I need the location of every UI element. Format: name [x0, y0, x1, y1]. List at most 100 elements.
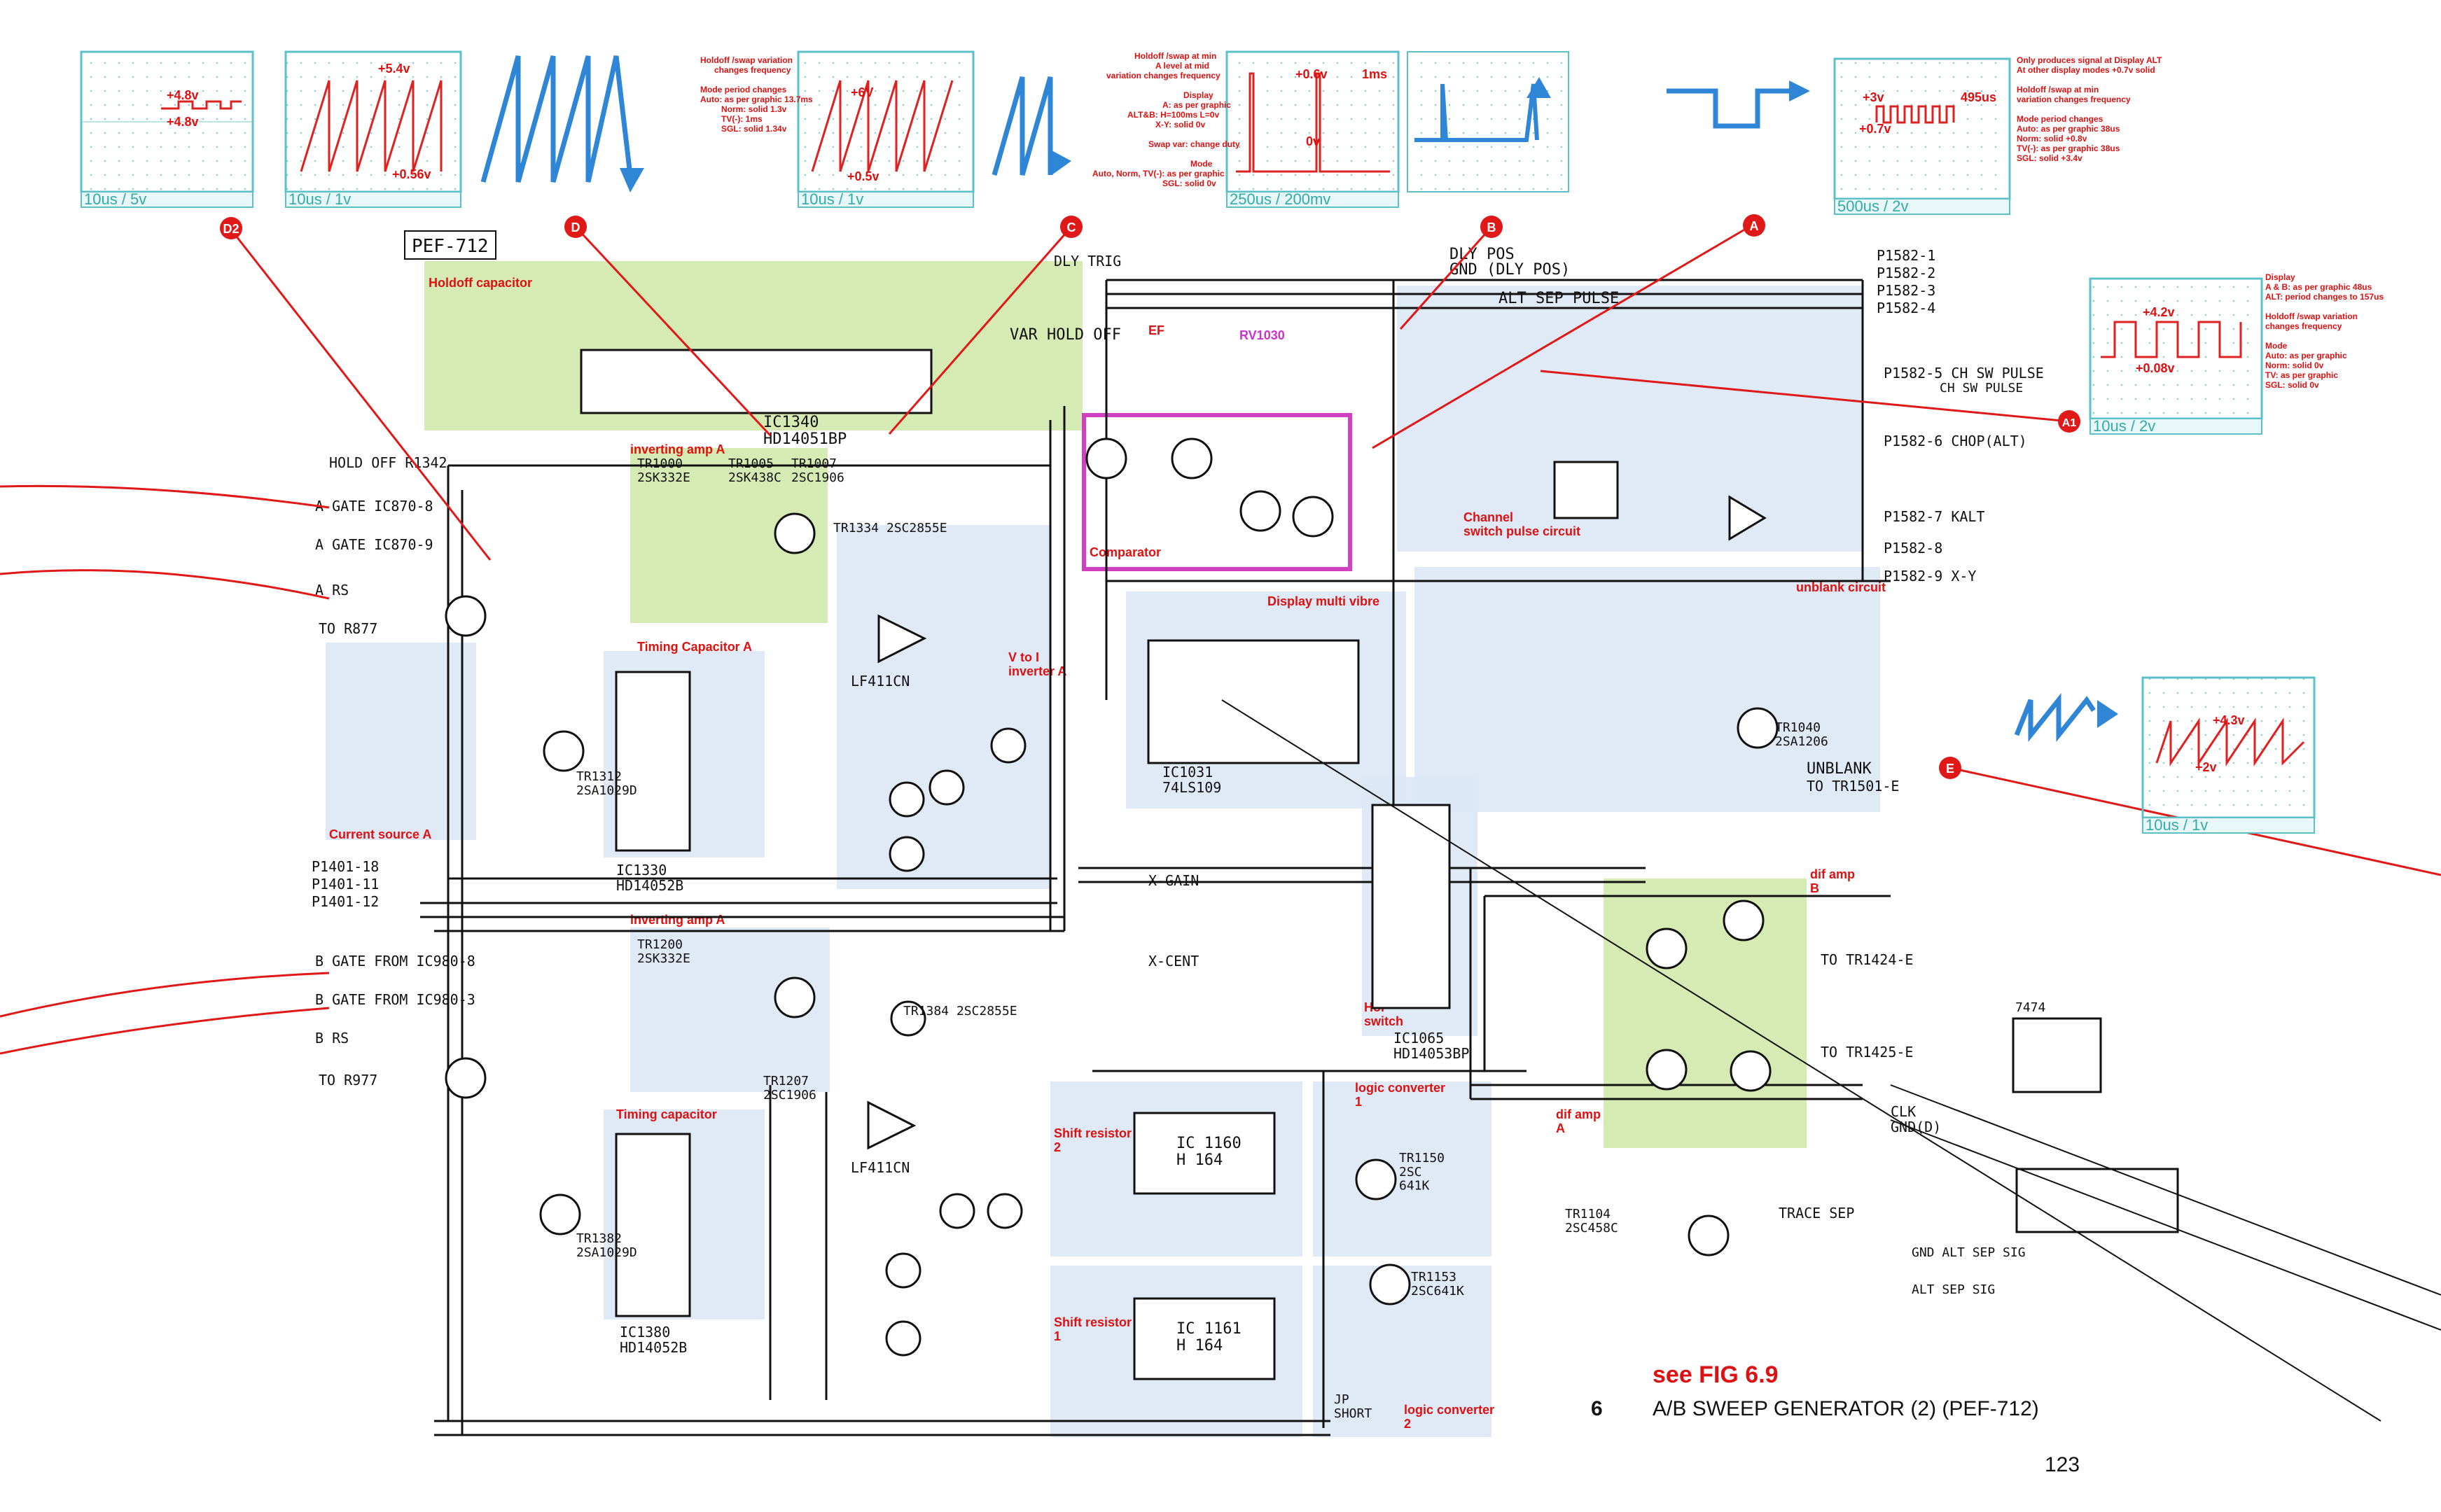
ic1102	[1553, 461, 1619, 519]
note-4-line: Holdoff /swap variation	[2265, 312, 2358, 321]
note-2-line: Display	[1183, 90, 1213, 100]
current-source-a-block	[326, 643, 476, 840]
marker-c	[1060, 216, 1083, 238]
marker-b-text: B	[1487, 220, 1496, 234]
channel-switch-block	[1397, 286, 1863, 552]
note-3-line: Only produces signal at Display ALT	[2017, 55, 2162, 65]
scope-1-caption: 10us / 5v	[84, 190, 146, 208]
note-2-line: A level at mid	[1155, 61, 1209, 71]
var-hold-label: VAR HOLD OFF	[1010, 326, 1121, 344]
diagram-title: A/B SWEEP GENERATOR (2) (PEF-712)	[1653, 1397, 2039, 1420]
scope-5-caption: 500us / 2v	[1837, 197, 1909, 215]
right-signal-alt-sep: ALT SEP SIG	[1912, 1282, 1995, 1297]
marker-a	[1743, 214, 1765, 237]
left-signal-holdoff: HOLD OFF R1342	[329, 454, 447, 471]
right-signals: P1582-1 P1582-2 P1582-3 P1582-4 P1582-5 …	[1807, 247, 2044, 1297]
v-to-i-block	[837, 525, 1050, 889]
ic7474-outline	[2012, 1017, 2102, 1093]
scope-3-v1: +6V	[851, 85, 874, 99]
right-signal-4: P1582-4	[1877, 300, 1935, 316]
note-1-line: changes frequency	[714, 65, 791, 75]
note-1-line: Auto: as per graphic 13.7ms	[700, 94, 813, 104]
scope-7-v1: +4.3v	[2213, 713, 2245, 727]
alt-sep-label: ALT SEP PULSE	[1498, 290, 1619, 307]
scope-4-caption: 250us / 200mv	[1230, 190, 1330, 208]
right-signal-9: P1582-9 X-Y	[1884, 568, 1976, 584]
note-1: Holdoff /swap variation changes frequenc…	[700, 55, 813, 134]
trace-sketch-4	[1667, 88, 1800, 129]
trace-arrow-4	[1789, 80, 1810, 102]
inverting-amp-a-label: inverting amp A	[630, 442, 725, 456]
note-4-line: Mode	[2265, 341, 2288, 351]
right-signal-1: P1582-1	[1877, 247, 1935, 264]
unblank-text: UNBLANK	[1807, 760, 1872, 778]
scope-7-caption: 10us / 1v	[2146, 816, 2208, 834]
trace-sketch-3	[1407, 51, 1569, 192]
note-3-line: Norm: solid +0.8v	[2017, 134, 2087, 144]
ic7474-package	[2015, 1168, 2179, 1233]
scope-7: +4.3v +2v 10us / 1v	[2141, 676, 2316, 834]
left-signals: HOLD OFF R1342 A GATE IC870-8 A GATE IC8…	[312, 454, 475, 1088]
components	[445, 349, 2179, 1380]
note-1-line: SGL: solid 1.34v	[721, 124, 787, 134]
tr1384-label: TR1384 2SC2855E	[903, 1004, 1017, 1018]
unblank-block	[1414, 567, 1880, 812]
note-3-line: variation changes frequency	[2017, 94, 2131, 104]
wiring	[420, 279, 1891, 1436]
marker-d2-text: D2	[223, 222, 239, 236]
note-4-line: TV: as per graphic	[2265, 370, 2338, 380]
trace-sketch-1	[480, 55, 633, 183]
right-signal-8: P1582-8	[1884, 540, 1942, 556]
ic7474-label: 7474	[2015, 1000, 2045, 1015]
note-2-line: X-Y: solid 0v	[1155, 120, 1205, 130]
note-4-line: changes frequency	[2265, 321, 2342, 331]
right-signal-6: P1582-6 CHOP(ALT)	[1884, 433, 2027, 449]
marker-a-text: A	[1750, 219, 1759, 233]
scope-4-v2: 0v	[1306, 134, 1320, 148]
gnd-dly-label: GND (DLY POS)	[1449, 261, 1570, 279]
marker-e-text: E	[1946, 762, 1954, 776]
note-4-line: Norm: solid 0v	[2265, 360, 2324, 370]
ef-label: EF	[1148, 323, 1164, 337]
dly-trig-label: DLY TRIG	[1054, 253, 1121, 270]
note-2-line: variation changes frequency	[1106, 71, 1220, 80]
section-number: 6	[1591, 1397, 1603, 1420]
scope-7-v2: +2v	[2195, 760, 2217, 774]
scope-5-v3: 495us	[1961, 90, 1996, 104]
scope-1: +4.8v +4.8v 10us / 5v	[80, 50, 254, 208]
note-2: Holdoff /swap at min A level at mid vari…	[1092, 51, 1240, 188]
see-fig-note: see FIG 6.9	[1653, 1362, 1779, 1388]
probe-markers: D2 D C B A A1 E	[220, 214, 2080, 779]
note-2-line: ALT&B: H=100ms L=0v	[1127, 110, 1219, 120]
board-tag: PEF-712	[412, 236, 489, 257]
left-signal-p1401-18: P1401-18	[312, 858, 379, 875]
comparator-label: Comparator	[1090, 545, 1161, 559]
ic1380	[615, 1133, 691, 1317]
scope-4-v3: 1ms	[1362, 67, 1387, 81]
note-4-line: Auto: as per graphic	[2265, 351, 2347, 360]
note-3-line: At other display modes +0.7v solid	[2017, 65, 2155, 75]
trace-arrow-1	[620, 168, 644, 192]
scope-2-v2: +0.56v	[392, 167, 431, 181]
holdoff-label: Holdoff capacitor	[429, 276, 532, 290]
ic1330	[615, 671, 691, 852]
ic1065	[1371, 804, 1451, 1009]
note-1-line: Mode period changes	[700, 85, 787, 94]
note-3-line: Mode period changes	[2017, 114, 2103, 124]
logic-converter-1-block	[1313, 1082, 1491, 1256]
note-4: Display A & B: as per graphic 48us ALT: …	[2265, 272, 2384, 390]
